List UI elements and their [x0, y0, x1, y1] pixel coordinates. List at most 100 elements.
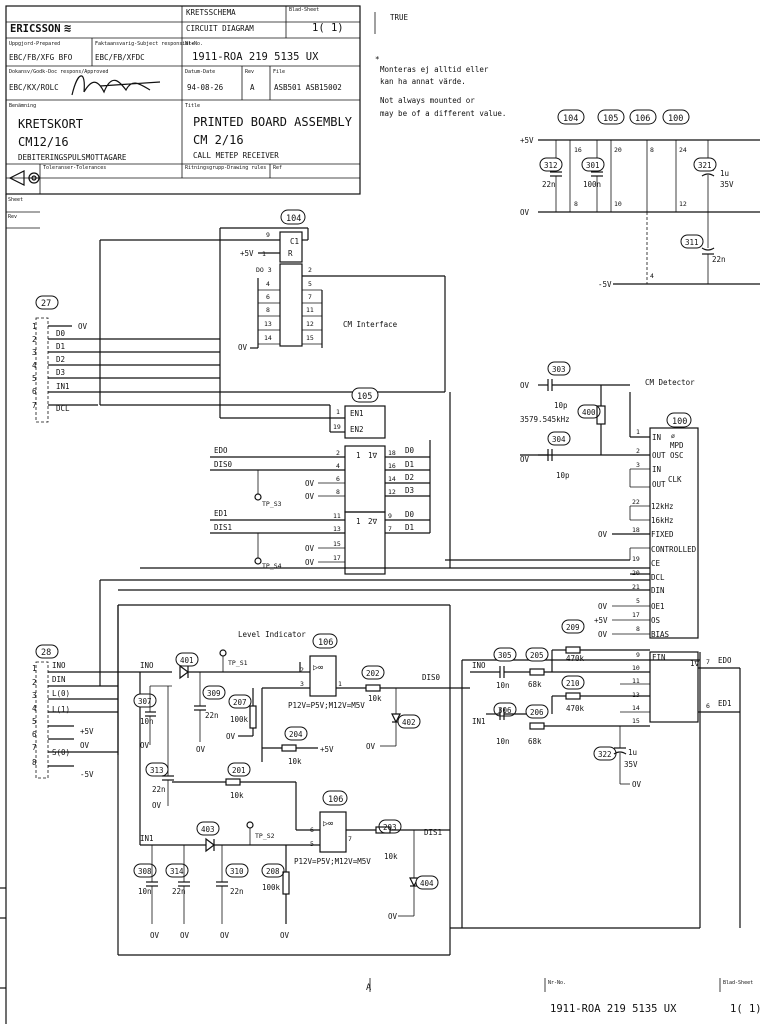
- svg-text:DCL: DCL: [56, 404, 70, 413]
- svg-text:2: 2: [300, 666, 304, 674]
- svg-text:100n: 100n: [583, 180, 601, 189]
- svg-text:10p: 10p: [554, 401, 568, 410]
- svg-text:IN1: IN1: [140, 834, 154, 843]
- svg-text:ED1: ED1: [214, 509, 228, 518]
- svg-text:OV: OV: [226, 732, 236, 741]
- svg-text:207: 207: [233, 698, 247, 707]
- drawing-rules-label: Ritningsgrupp-Drawing rules: [185, 165, 266, 171]
- svg-text:1∇: 1∇: [368, 451, 378, 460]
- svg-text:DIS1: DIS1: [424, 828, 442, 837]
- svg-text:22: 22: [632, 498, 640, 506]
- svg-text:TP_S1: TP_S1: [228, 659, 248, 667]
- subject-value: EBC/FB/XFDC: [95, 53, 145, 62]
- svg-text:1u: 1u: [628, 748, 637, 757]
- svg-text:17: 17: [333, 554, 341, 562]
- svg-text:10k: 10k: [288, 757, 302, 766]
- svg-text:TP_S3: TP_S3: [262, 500, 282, 508]
- svg-text:19: 19: [333, 423, 341, 431]
- svg-text:22n: 22n: [172, 887, 186, 896]
- svg-text:470k: 470k: [566, 704, 585, 713]
- svg-text:68k: 68k: [528, 737, 542, 746]
- svg-text:L(1): L(1): [52, 705, 70, 714]
- svg-text:▷∞: ▷∞: [323, 819, 333, 829]
- prepared-value: EBC/FB/XFG BFO: [9, 53, 73, 62]
- svg-text:OV: OV: [220, 931, 230, 940]
- svg-text:5: 5: [310, 840, 314, 848]
- svg-text:10n: 10n: [140, 717, 154, 726]
- svg-text:10p: 10p: [556, 471, 570, 480]
- svg-text:+5V: +5V: [320, 745, 334, 754]
- svg-text:INO: INO: [52, 661, 66, 670]
- svg-text:OV: OV: [598, 602, 608, 611]
- svg-text:10k: 10k: [230, 791, 244, 800]
- svg-text:2: 2: [636, 447, 640, 455]
- svg-text:100: 100: [672, 417, 687, 427]
- approved-value: EBC/KX/ROLC: [9, 83, 59, 92]
- cap-321: [693, 157, 717, 172]
- svg-text:EDO: EDO: [718, 656, 732, 665]
- svg-text:105: 105: [357, 392, 372, 402]
- level-indicator-channel-0: INO 401 TP_S1 307 10n OV 309 22n OV 207 …: [133, 633, 470, 845]
- svg-text:3579.545kHz: 3579.545kHz: [520, 415, 570, 424]
- cap-301: [581, 157, 605, 172]
- svg-text:DIN: DIN: [651, 586, 665, 595]
- subject-label: Faktaansvarig-Subject responsible: [95, 41, 194, 47]
- ic-104-cm-interface: 104 C1 R 9 1 +5V DO 3 2 4 6 8 13 14 5 7 …: [99, 209, 446, 405]
- ericsson-mark-icon: ≋: [64, 21, 71, 35]
- svg-text:OV: OV: [180, 931, 190, 940]
- svg-text:EN2: EN2: [350, 425, 364, 434]
- svg-text:1: 1: [636, 428, 640, 436]
- svg-text:14: 14: [632, 704, 640, 712]
- connector-28: 28 1 2 3 4 5 6 7 8 INO DIN L(0) L(1) +5V…: [32, 580, 172, 779]
- svg-text:8: 8: [32, 758, 37, 767]
- svg-text:L(0): L(0): [52, 689, 70, 698]
- svg-text:R: R: [288, 249, 293, 258]
- svg-text:1: 1: [338, 680, 342, 688]
- doc-type-en: CIRCUIT DIAGRAM: [186, 24, 254, 33]
- svg-text:16: 16: [574, 146, 582, 154]
- date-value: 94-08-26: [187, 83, 224, 92]
- svg-text:105: 105: [603, 114, 618, 124]
- sheet-side-label: Sheet: [8, 197, 23, 203]
- svg-text:+5V: +5V: [520, 136, 534, 145]
- level-indicator-label: Level Indicator: [238, 630, 306, 639]
- bus-lines: [100, 392, 650, 606]
- svg-text:8: 8: [636, 625, 640, 633]
- ic-100-cm-detector: CM Detector 100 ø IN MPD OUT OSC IN CLK …: [445, 361, 699, 639]
- svg-text:Blad-Sheet: Blad-Sheet: [723, 980, 753, 986]
- svg-text:6: 6: [32, 387, 37, 396]
- note-line-2: kan ha annat värde.: [380, 77, 466, 86]
- svg-text:OV: OV: [305, 558, 315, 567]
- svg-text:8: 8: [336, 488, 340, 496]
- svg-text:100: 100: [668, 114, 683, 124]
- svg-text:7: 7: [388, 525, 392, 533]
- svg-text:321: 321: [698, 161, 712, 170]
- ref-104-tag: [557, 109, 585, 125]
- svg-text:5: 5: [636, 597, 640, 605]
- svg-text:4: 4: [32, 704, 37, 713]
- svg-text:11: 11: [333, 512, 341, 520]
- svg-text:10k: 10k: [384, 852, 398, 861]
- svg-text:2: 2: [32, 678, 37, 687]
- diode-402-icon: [391, 713, 401, 724]
- svg-text:▷∞: ▷∞: [313, 663, 323, 673]
- svg-text:5: 5: [32, 374, 37, 383]
- svg-text:-5V: -5V: [598, 280, 612, 289]
- prepared-label: Uppgjord-Prepared: [9, 41, 60, 47]
- svg-text:7: 7: [32, 743, 37, 752]
- svg-text:106: 106: [635, 114, 650, 124]
- file-label: File: [273, 69, 285, 75]
- board-name-sv2: DEBITERINGSPULSMOTTAGARE: [18, 153, 127, 162]
- svg-text:208: 208: [266, 867, 280, 876]
- svg-text:INO: INO: [140, 661, 154, 670]
- level-indicator-channel-1: IN1 403 TP_S2 106 ▷∞ 6 5 7 P12V=P5V;M12V…: [133, 790, 450, 940]
- svg-text:TP_S2: TP_S2: [255, 832, 275, 840]
- svg-text:10: 10: [632, 664, 640, 672]
- svg-text:ø: ø: [671, 432, 675, 440]
- svg-text:OV: OV: [238, 343, 248, 352]
- svg-text:15: 15: [333, 540, 341, 548]
- approved-label: Dokansv/Godk-Doc respons/Approved: [9, 69, 108, 75]
- notes: * Monteras ej alltid eller kan ha annat …: [375, 55, 506, 118]
- cap-311: [680, 234, 704, 249]
- svg-text:OV: OV: [80, 741, 90, 750]
